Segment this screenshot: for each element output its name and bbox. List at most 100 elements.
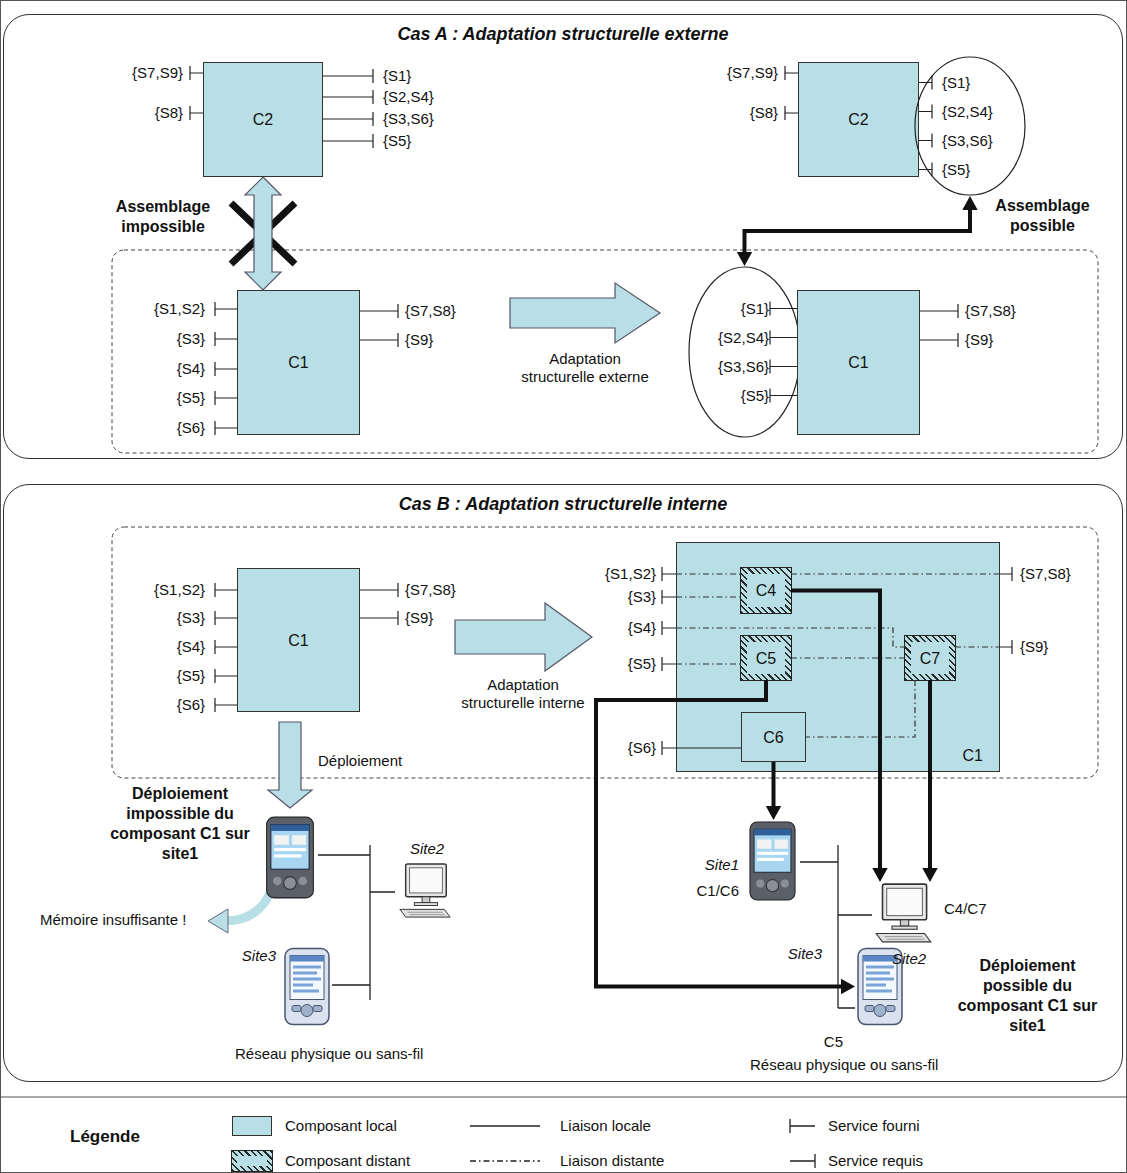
legend-line-sample [790,1119,815,1133]
component-box: C1 [237,290,360,435]
service-group-ellipse: {S1}{S2,S4}{S3,S6}{S5} [688,266,801,438]
arrow-head [962,196,977,210]
site-device: Site3 [282,945,332,1028]
service-label: {S3} [177,330,205,348]
assembly-arrow [245,177,281,290]
component-box: C6 [741,712,806,762]
impossible-cross [231,203,295,264]
dashed-region [112,527,1098,778]
component-name: C7 [918,649,942,668]
site-label: C4/C7 [944,900,987,918]
legend-text: Composant local [285,1117,397,1135]
remote-link [806,680,915,737]
panel-title: Cas B : Adaptation structurelle interne [4,494,1122,515]
legend-text: Composant distant [285,1152,410,1170]
deployment-arrow [596,680,845,987]
service-name: {S5} [942,155,970,184]
ellipse-outline [915,57,1025,195]
service-label: {S8} [750,104,778,122]
service-label: {S3} [177,609,205,627]
memory-arrow-head [208,909,228,933]
component-box: C2 [203,62,323,177]
pda-icon [285,949,329,1025]
adaptation-arrow [455,603,592,671]
arrow-label: Adaptation structurelle externe [515,350,655,386]
service-label: {S2,S4} [383,88,434,106]
legend-text: Service requis [828,1152,923,1170]
service-label: {S5} [628,655,656,673]
service-label: {S5} [177,667,205,685]
service-label: {S6} [177,419,205,437]
pda-icon [750,822,795,900]
arrow-head [922,868,937,882]
service-group-ellipse: {S1}{S2,S4}{S3,S6}{S5} [914,56,1026,196]
service-label: {S4} [177,360,205,378]
legend-line-sample [790,1154,815,1168]
component-name: C1 [963,746,983,765]
component-name: C1 [288,353,308,372]
service-name: {S1} [942,68,970,97]
component-box: C1 C4C5 C7C6 [676,542,1000,772]
service-label: {S4} [177,638,205,656]
arrow-head [841,979,855,994]
legend-text: Liaison locale [560,1117,651,1135]
case-panel: Cas B : Adaptation structurelle interneC… [3,484,1123,1082]
service-label: {S4} [628,619,656,637]
legend-line-sample [470,1125,540,1126]
legend-separator [0,1097,1127,1098]
service-label: {S8} [155,104,183,122]
service-label: {S6} [177,696,205,714]
note-text: Mémoire insuffisante ! [40,911,186,929]
site-device: Site1C1/C6 [745,820,800,902]
component-name: C4 [754,581,778,600]
site-label: Site3 [242,947,276,965]
remote-link [791,657,905,658]
note-text: Déploiement impossible du composant C1 s… [100,784,260,864]
deployment-arrow [772,762,776,810]
component-box: C1 [797,290,920,435]
arrow-head [766,806,781,820]
service-label: {S6} [628,739,656,757]
remote-component-box: C7 [905,636,955,680]
site-label: Site2 [892,950,926,968]
service-label: {S9} [965,331,993,349]
arrow-label: Assemblage impossible [103,197,223,237]
service-label: {S7,S8} [1020,565,1071,583]
service-label: {S9} [405,609,433,627]
component-name: C1 [288,631,308,650]
deployment-arrow [745,206,971,256]
dashed-region [112,250,1098,453]
service-name: {S5} [741,381,769,410]
service-name: {S2,S4} [718,323,769,352]
remote-component-box: C4 [741,568,791,613]
service-name: {S3,S6} [942,126,993,155]
component-name: C6 [763,728,783,747]
site-label: Site1 [705,856,739,874]
deployment-arrow [268,722,312,808]
service-label: {S7,S9} [727,64,778,82]
service-name: {S2,S4} [942,97,993,126]
computer-icon [400,864,450,917]
site-label: C1/C6 [696,882,739,900]
remote-link [791,658,905,659]
remote-link [806,680,915,737]
deployment-arrow [928,680,932,872]
component-name: C5 [754,649,778,668]
site-label: Site3 [788,945,822,963]
deployment-arrow [922,680,937,882]
service-name: {S3,S6} [718,352,769,381]
service-label: {S9} [1020,638,1048,656]
local-link [676,747,741,748]
legend-text: Liaison distante [560,1152,664,1170]
panel-title: Cas A : Adaptation structurelle externe [4,24,1122,45]
arrow-head [737,252,752,266]
deployment-arrow [596,680,855,994]
arrow-label: Déploiement [318,752,402,770]
note-text: Déploiement possible du composant C1 sur… [950,956,1105,1036]
pda-icon [858,949,902,1025]
legend-line-sample [470,1160,540,1161]
legend-hatch-sample [232,1151,272,1171]
deployment-arrow [791,591,888,883]
service-label: {S7,S8} [405,302,456,320]
remote-component-box: C5 [741,636,791,680]
